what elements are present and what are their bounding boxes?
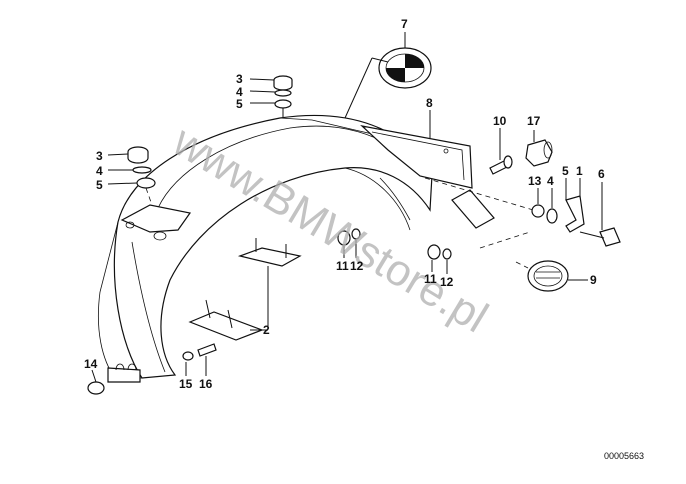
callout-9: 9 [590,273,597,287]
number-plate-holder [360,125,495,229]
washer-stack-top [273,75,293,118]
callout-17: 17 [527,114,541,128]
callout-14: 14 [84,357,98,371]
callout-8: 8 [426,96,433,110]
callout-2: 2 [263,323,270,337]
callout-3-top: 3 [236,72,243,86]
callout-4-top: 4 [236,85,243,99]
callout-5-left: 5 [96,178,103,192]
lower-washer-screw [182,343,217,361]
callout-4-left: 4 [96,164,103,178]
lower-grommet [87,381,105,395]
callout-1: 1 [576,164,583,178]
callout-7: 7 [401,17,408,31]
callout-5-right: 5 [562,164,569,178]
leader-lines [91,32,603,383]
callout-15: 15 [179,377,193,391]
washer-stack-left [127,146,156,206]
document-number: 00005663 [604,451,644,461]
callout-12-a: 12 [350,259,364,273]
reflector [479,231,569,292]
callout-5-top: 5 [236,97,243,111]
callout-11-b: 11 [424,272,437,286]
callout-6: 6 [598,167,605,181]
bracket-2 [188,238,302,341]
callout-labels: 7 8 10 17 3 4 5 3 4 5 13 4 5 1 6 11 12 1… [84,17,605,391]
callout-16: 16 [199,377,213,391]
reflector-bracket-assembly [424,177,621,247]
emblem [378,47,432,89]
screw-10 [489,155,513,175]
rubber-buffer [525,139,553,167]
callout-12-b: 12 [440,275,454,289]
callout-13: 13 [528,174,542,188]
nut-washer-pair-a [337,228,361,246]
callout-4-right: 4 [547,174,554,188]
callout-11-a: 11 [336,259,349,273]
callout-3-left: 3 [96,149,103,163]
callout-10: 10 [493,114,507,128]
nut-washer-pair-b [427,244,452,260]
